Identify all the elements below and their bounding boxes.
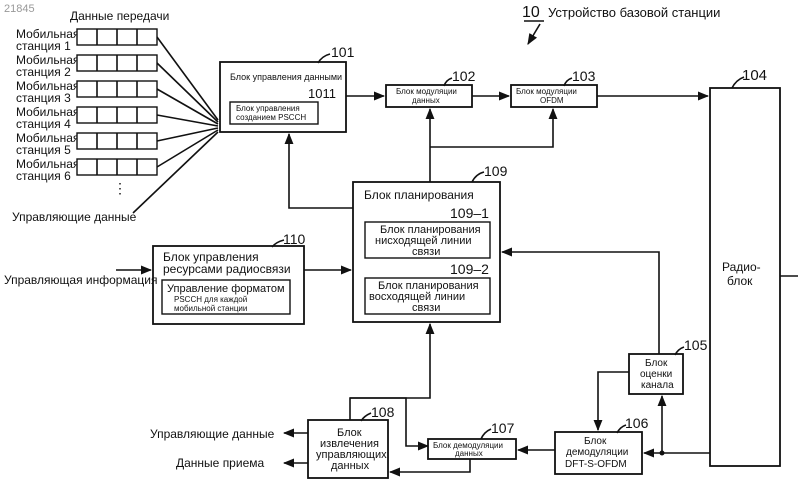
corner-id: 21845 <box>4 3 35 15</box>
block-109-label: Блок планирования <box>364 188 474 202</box>
station-6-line2: станция 6 <box>16 169 71 183</box>
block-105-line3: канала <box>641 380 674 391</box>
station-4: Мобильная станция 4 <box>16 105 157 131</box>
conn-109-103 <box>430 109 553 147</box>
block-106-line3: DFT-S-OFDM <box>565 459 627 470</box>
conn-108-109 <box>350 324 430 398</box>
block-105-line2: оценки <box>640 369 672 380</box>
station-list: Мобильная станция 1 Мобильная станция 2 … <box>16 27 157 196</box>
block-106-line2: демодуляции <box>566 447 628 458</box>
block-105-channel-estimation: Блок оценки канала 105 <box>629 337 708 394</box>
station-6: Мобильная станция 6 <box>16 157 157 183</box>
station-4-line2: станция 4 <box>16 117 71 131</box>
control-data-out-label: Управляющие данные <box>150 427 275 441</box>
block-108-line4: данных <box>331 460 370 472</box>
block-108-control-data-extraction: Блок извлечения управляющих данных 108 <box>308 404 395 478</box>
block-109-ref: 109 <box>484 163 508 179</box>
block-103-ofdm-modulation: Блок модуляции OFDM 103 <box>511 68 597 107</box>
block-104-ref: 104 <box>742 67 767 84</box>
device-title: Устройство базовой станции <box>548 5 720 20</box>
block-102-data-modulation: Блок модуляции данных 102 <box>386 68 476 107</box>
block-104-line2: блок <box>727 274 753 288</box>
block-110-fmt-line1: Управление форматом <box>167 283 285 295</box>
more-stations-ellipsis: ⋮ <box>113 180 127 196</box>
block-107-ref-leader <box>481 429 491 439</box>
block-101-ref: 101 <box>331 44 355 60</box>
block-1011-ref: 1011 <box>308 86 336 101</box>
block-108-ref: 108 <box>371 404 395 420</box>
station-1-buffer <box>77 29 157 45</box>
station-2: Мобильная станция 2 <box>16 53 157 79</box>
block-103-ref: 103 <box>572 68 596 84</box>
block-105-ref: 105 <box>684 337 708 353</box>
block-102-line2: данных <box>412 96 440 105</box>
block-107-ref: 107 <box>491 420 515 436</box>
block-107-data-demodulation: Блок демодуляции данных 107 <box>428 420 516 459</box>
conn-107-108 <box>390 459 470 472</box>
block-103-line1: Блок модуляции <box>516 87 577 96</box>
block-105-line1: Блок <box>645 358 668 369</box>
block-107-line2: данных <box>455 449 483 458</box>
control-info-in-label: Управляющая информация <box>4 273 157 287</box>
block-109-1-line3: связи <box>412 246 440 258</box>
block-104-radio: Радио- блок 104 <box>710 67 780 466</box>
received-data-out-label: Данные приема <box>176 456 264 470</box>
station-2-buffer <box>77 55 157 71</box>
block-1011-line2: созданием PSCCH <box>236 113 306 122</box>
station-3-line2: станция 3 <box>16 91 71 105</box>
control-data-in-label: Управляющие данные <box>12 210 137 224</box>
device-ref-arrow <box>528 24 540 44</box>
block-110-line2: ресурсами радиосвязи <box>163 262 291 276</box>
transmit-data-label: Данные передачи <box>70 9 169 23</box>
conn-109-101 <box>289 134 353 208</box>
station-5-buffer <box>77 133 157 149</box>
device-ref: 10 <box>522 4 540 21</box>
block-1011-line1: Блок управления <box>236 104 300 113</box>
block-103-line2: OFDM <box>540 96 564 105</box>
block-109-2-ref: 109–2 <box>450 261 489 277</box>
station-6-buffer <box>77 159 157 175</box>
conn-105-109 <box>502 252 659 354</box>
station-1: Мобильная станция 1 <box>16 27 157 53</box>
block-109-1-ref: 109–1 <box>450 205 489 221</box>
block-110-format-control: Управление форматом PSCCH для каждой моб… <box>162 280 290 314</box>
block-104-line1: Радио- <box>722 260 761 274</box>
block-102-ref: 102 <box>452 68 476 84</box>
station-4-buffer <box>77 107 157 123</box>
station-5: Мобильная станция 5 <box>16 131 157 157</box>
block-106-dft-s-ofdm-demodulation: Блок демодуляции DFT-S-OFDM 106 <box>555 415 649 474</box>
station-3-buffer <box>77 81 157 97</box>
station-5-line2: станция 5 <box>16 143 71 157</box>
block-110-fmt-line3: мобильной станции <box>174 304 247 313</box>
station-2-line2: станция 2 <box>16 65 71 79</box>
block-102-line1: Блок модуляции <box>396 87 457 96</box>
block-101-label: Блок управления данными <box>230 72 342 82</box>
block-109-2-line3: связи <box>412 302 440 314</box>
block-109-ref-leader <box>472 172 484 182</box>
block-110-fmt-line2: PSCCH для каждой <box>174 295 247 304</box>
station-3: Мобильная станция 3 <box>16 79 157 105</box>
block-106-line1: Блок <box>584 436 607 447</box>
block-110-ref: 110 <box>283 231 306 247</box>
block-106-ref: 106 <box>625 415 649 431</box>
station-1-line2: станция 1 <box>16 39 71 53</box>
